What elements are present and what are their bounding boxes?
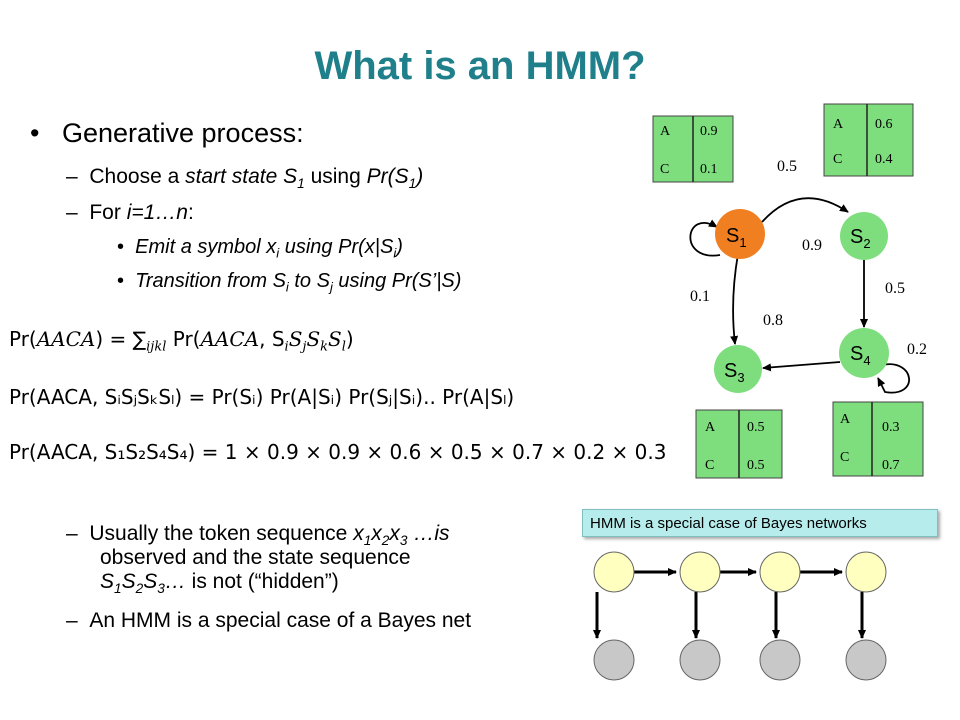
- transition-label-s1-s3: 0.8: [763, 312, 783, 329]
- transition-s1-s1: [689, 219, 721, 257]
- callout-bayes-note: HMM is a special case of Bayes networks: [582, 509, 938, 537]
- note-usually-line2: observed and the state sequence: [100, 546, 411, 569]
- state-s1: S1: [715, 209, 765, 259]
- transition-s1-s2: [761, 197, 849, 223]
- bayes-network: [593, 551, 887, 681]
- equation-1: Pr(AACA) = ∑ijkl Pr(AACA, SiSjSkSl): [9, 327, 354, 355]
- page-title: What is an HMM?: [314, 44, 646, 88]
- svg-text:S2: S2: [850, 226, 871, 251]
- note-usually-line3: S1S2S3… is not (“hidden”): [100, 570, 339, 596]
- transition-s1-s3: [730, 253, 739, 345]
- table-s2-row2-prob: 0.4: [875, 152, 893, 167]
- table-s1-row1-prob: 0.9: [700, 124, 718, 139]
- svg-text:S3: S3: [724, 360, 745, 385]
- table-s2-row1-symbol: A: [833, 117, 844, 132]
- table-s3-row2-symbol: C: [705, 458, 714, 473]
- bayes-observed-node-2: [679, 639, 721, 681]
- table-s1-row2-prob: 0.1: [700, 162, 718, 177]
- transition-label-s4-s4: 0.2: [907, 341, 927, 358]
- table-s2-row1-prob: 0.6: [875, 117, 893, 132]
- bayes-observed-node-1: [593, 639, 635, 681]
- emission-table-s4: A 0.3 C 0.7: [832, 401, 924, 477]
- table-s1-row2-symbol: C: [660, 162, 669, 177]
- table-s4-row2-prob: 0.7: [882, 458, 900, 473]
- step-transition: • Transition from Si to Sj using Pr(S’|S…: [117, 270, 462, 295]
- note-hmm: – An HMM is a special case of a Bayes ne…: [66, 609, 472, 632]
- step-for: – For i=1…n:: [66, 201, 194, 224]
- transition-s4-s4: [877, 363, 910, 394]
- transition-label-s2-return: 0.9: [802, 237, 822, 254]
- emission-table-s1: A 0.9 C 0.1: [652, 115, 734, 183]
- bayes-hidden-node-3: [759, 551, 801, 593]
- state-s2: S2: [840, 212, 888, 260]
- transition-label-s1-s1: 0.1: [690, 288, 710, 305]
- table-s2-row2-symbol: C: [833, 152, 842, 167]
- step-choose: – Choose a start state S1 using Pr(S1): [66, 165, 424, 191]
- table-s1-row1-symbol: A: [660, 124, 671, 139]
- step-emit: • Emit a symbol xi using Pr(x|Si): [117, 236, 403, 261]
- bullet-main: • Generative process:: [30, 118, 304, 148]
- svg-text:S4: S4: [850, 343, 871, 368]
- bayes-hidden-node-4: [845, 551, 887, 593]
- table-s4-row2-symbol: C: [840, 450, 849, 465]
- svg-text:S1: S1: [726, 225, 747, 250]
- emission-table-s3: A 0.5 C 0.5: [695, 409, 783, 479]
- table-s4-row1-prob: 0.3: [882, 420, 900, 435]
- equation-2: Pr(AACA, SᵢSⱼSₖSₗ) = Pr(Sᵢ) Pr(A|Sᵢ) Pr(…: [9, 385, 515, 409]
- bayes-observed-node-3: [759, 639, 801, 681]
- table-s3-row1-symbol: A: [705, 420, 716, 435]
- equation-3: Pr(AACA, S₁S₂S₄S₄) = 1 × 0.9 × 0.9 × 0.6…: [9, 440, 667, 464]
- transition-label-s1-s2: 0.5: [777, 158, 797, 175]
- transition-s4-s3: [762, 361, 841, 372]
- bayes-observed-node-4: [845, 639, 887, 681]
- state-s4: S4: [839, 328, 889, 378]
- table-s3-row2-prob: 0.5: [747, 458, 765, 473]
- note-usually: – Usually the token sequence x1x2x3 …is: [66, 522, 450, 548]
- emission-table-s2: A 0.6 C 0.4: [823, 103, 914, 177]
- table-s4-row1-symbol: A: [840, 412, 851, 427]
- bayes-hidden-node-2: [679, 551, 721, 593]
- bayes-hidden-node-1: [593, 551, 635, 593]
- transition-label-s2-s4: 0.5: [885, 280, 905, 297]
- state-s3: S3: [714, 345, 762, 393]
- table-s3-row1-prob: 0.5: [747, 420, 765, 435]
